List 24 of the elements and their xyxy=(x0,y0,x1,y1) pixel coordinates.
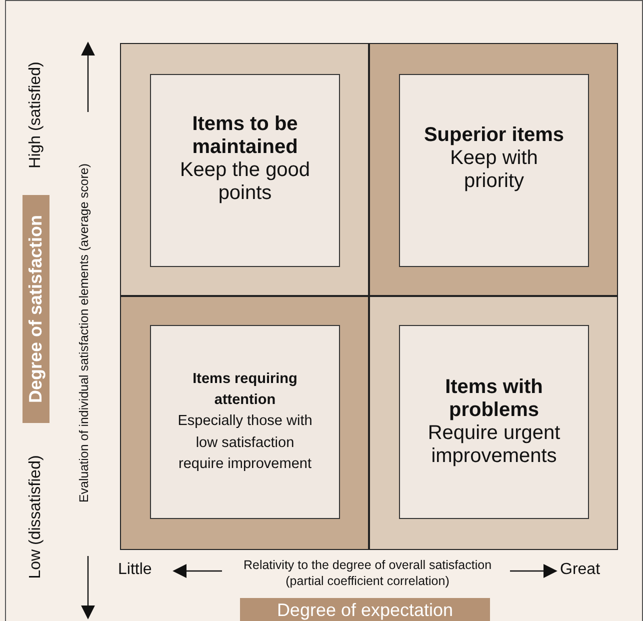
axis-end-label: Little xyxy=(118,561,152,579)
category-card xyxy=(399,325,589,519)
axis-label: Evaluation of individual satisfaction elements (average score) xyxy=(77,163,91,503)
quadrant-panel xyxy=(120,296,369,550)
category-description: Keep with priority xyxy=(449,147,539,193)
category-description: Keep the good points xyxy=(178,158,312,204)
category-card xyxy=(399,74,589,267)
axis-end-label: Low (dissatisfied) xyxy=(27,455,45,579)
quadrant-panel xyxy=(369,296,618,550)
category-title: Superior items xyxy=(424,124,564,147)
category-title: Items to be maintained xyxy=(191,112,299,158)
quadrant-panel xyxy=(120,43,369,296)
category-card xyxy=(150,74,340,267)
category-description: Especially those with low satisfaction require improvement xyxy=(176,412,314,474)
category-title: Items requiring attention xyxy=(192,370,298,410)
category-title: Items with problems xyxy=(444,376,544,422)
axis-end-label: Great xyxy=(560,561,600,579)
axis-title-band: Degree of satisfaction xyxy=(22,195,50,423)
quadrant-panel xyxy=(369,43,618,296)
axis-title-band: Degree of expectation xyxy=(240,598,490,621)
category-description: Require urgent improvements xyxy=(426,422,562,468)
axis-end-label: High (satisfied) xyxy=(27,62,45,168)
axis-label: Relativity to the degree of overall satisfaction (partial coefficient correlation) xyxy=(242,558,493,590)
category-card xyxy=(150,325,340,519)
